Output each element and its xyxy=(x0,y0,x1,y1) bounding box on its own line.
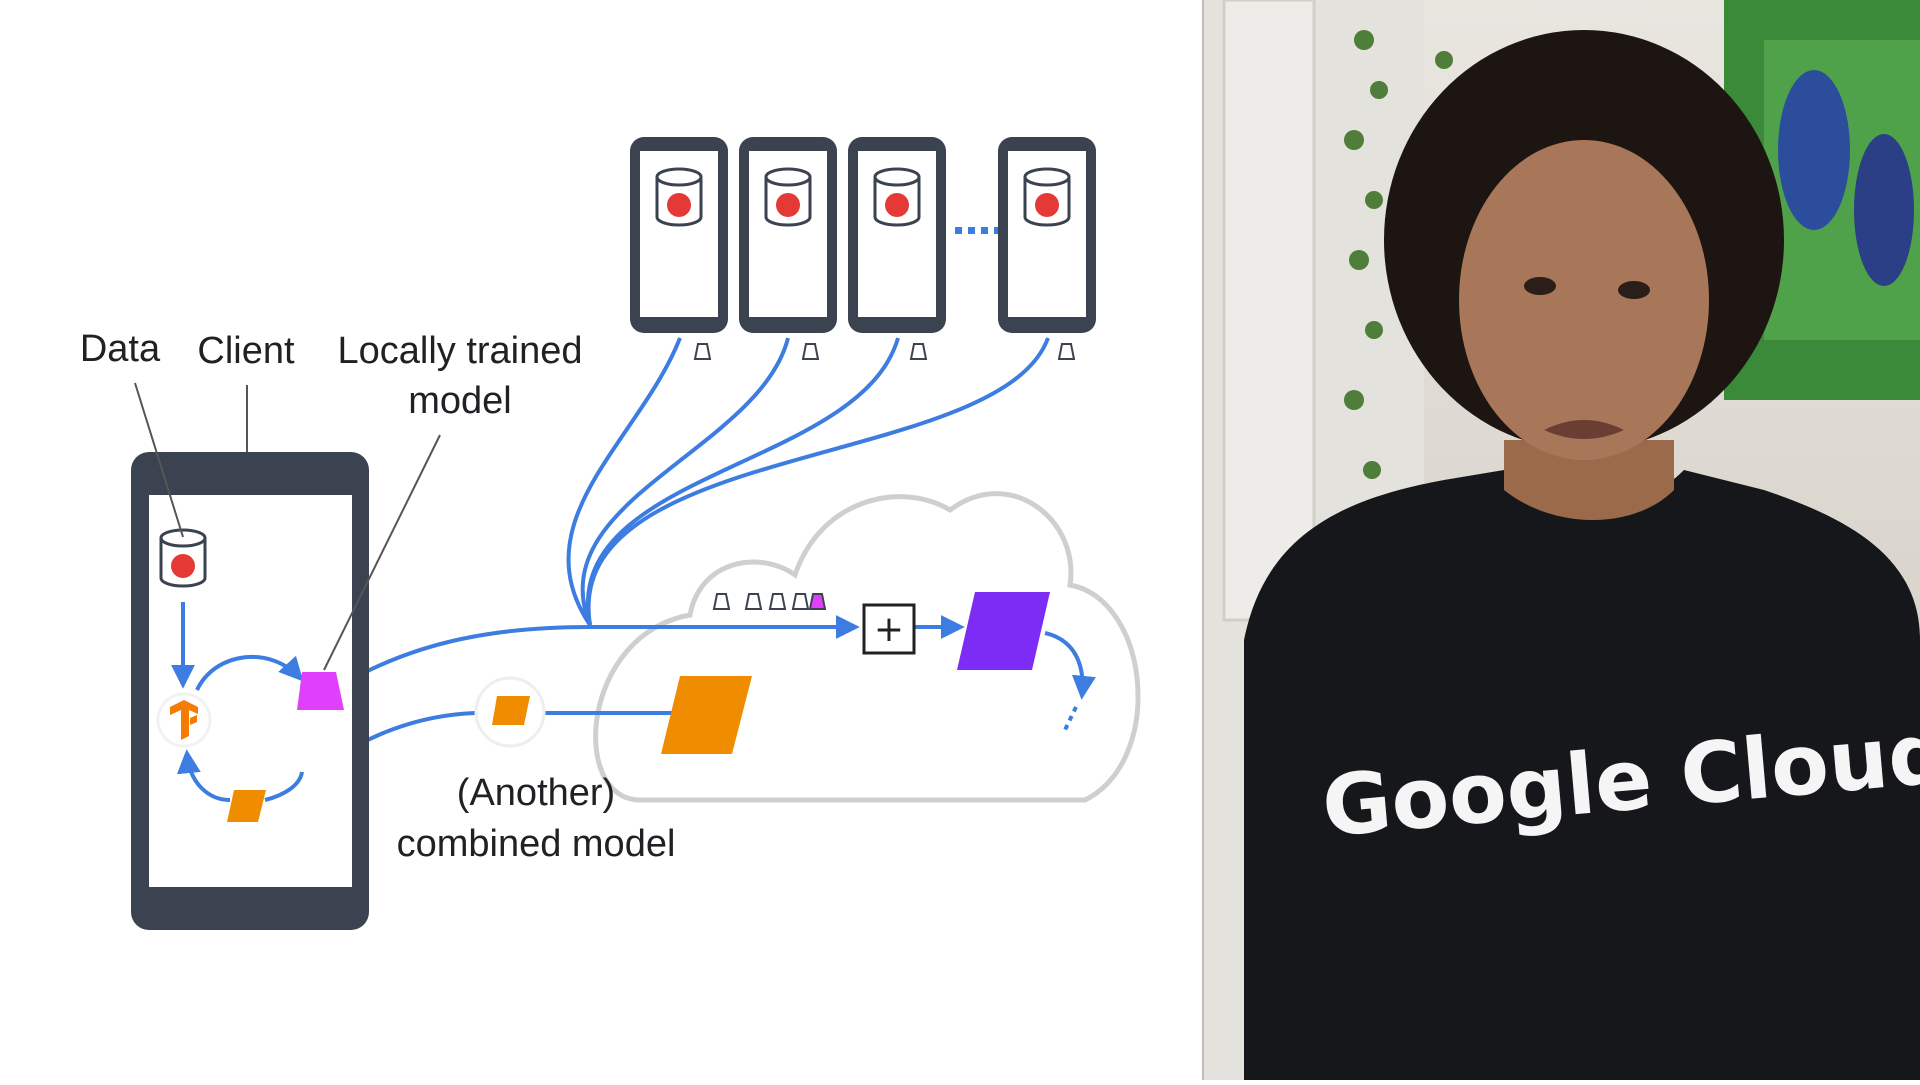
label-another: (Another) xyxy=(457,772,615,814)
trapezoid-model-icon xyxy=(802,343,819,360)
label-locally-trained-2: model xyxy=(408,380,512,422)
label-pointers xyxy=(134,382,441,671)
speaker-shirt xyxy=(1244,470,1920,1080)
data-cylinder-icon xyxy=(873,167,921,227)
diagram-slide: + Data Client Locally trained xyxy=(79,137,1141,930)
combined-model-orange xyxy=(661,676,752,754)
speaker-illustration: Google Cloud xyxy=(1204,0,1920,1080)
aggregate-symbol: + xyxy=(874,609,904,650)
panel-divider xyxy=(1202,0,1204,1080)
speaker-video: Google Cloud xyxy=(1204,0,1920,1080)
data-cylinder-icon xyxy=(655,167,703,227)
transit-model-icon xyxy=(492,696,530,725)
label-combined-model: combined model xyxy=(397,823,676,865)
remote-device-3 xyxy=(848,137,946,360)
trapezoid-model-icon xyxy=(694,343,711,360)
parallelogram-model-icon xyxy=(957,592,1050,670)
federated-learning-diagram: + Data Client Locally trained xyxy=(80,137,1141,930)
label-locally-trained-1: Locally trained xyxy=(337,330,582,372)
device-combined-model-icon xyxy=(227,790,266,822)
label-data: Data xyxy=(80,328,161,370)
speaker-face xyxy=(1459,140,1709,460)
data-cylinder-icon xyxy=(764,167,812,227)
trapezoid-model-icon xyxy=(910,343,927,360)
ellipsis-dots xyxy=(955,227,1001,234)
client-device xyxy=(131,452,369,930)
remote-device-n xyxy=(998,137,1096,360)
trapezoid-model-icon xyxy=(1058,343,1075,360)
data-cylinder-icon xyxy=(1023,167,1071,227)
model-queue xyxy=(713,593,827,610)
remote-device-2 xyxy=(739,137,837,360)
plus-box-icon: + xyxy=(862,603,916,655)
local-model-icon xyxy=(297,672,344,710)
label-client: Client xyxy=(197,330,295,372)
data-cylinder-icon xyxy=(159,528,207,588)
tensorflow-logo-icon xyxy=(170,700,198,740)
remote-device-1 xyxy=(630,137,728,360)
